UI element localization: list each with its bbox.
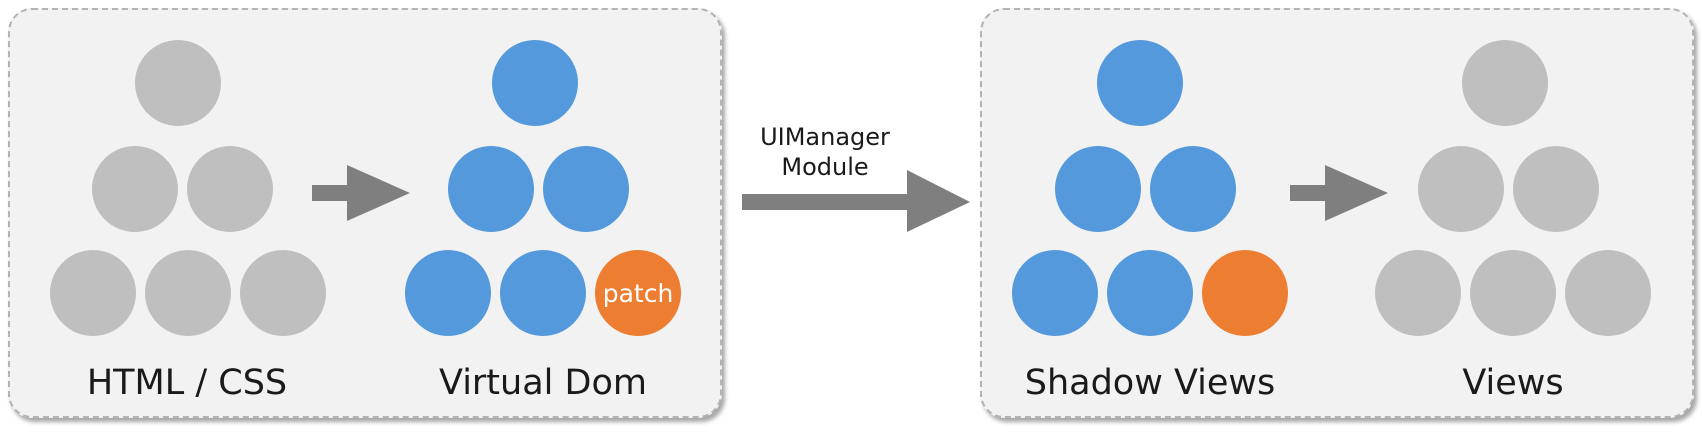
tree-node [1055,146,1141,232]
tree-node [1097,40,1183,126]
tree-node [1375,250,1461,336]
arrow-right-icon [1290,165,1388,221]
tree-node [145,250,231,336]
tree-node [448,146,534,232]
connector-label: UIManager Module [730,122,920,182]
tree-node [405,250,491,336]
virtual-dom-label: Virtual Dom [439,363,647,403]
html-css-label: HTML / CSS [86,363,288,403]
tree-node [500,250,586,336]
connector-label-line2: Module [781,153,869,181]
tree-node [1462,40,1548,126]
tree-node [1202,250,1288,336]
patch-node: patch [595,250,681,336]
tree-node [1150,146,1236,232]
views-label: Views [1462,363,1564,403]
arrow-right-icon [312,165,410,221]
tree-node [50,250,136,336]
tree-node [240,250,326,336]
tree-node [492,40,578,126]
tree-node [1107,250,1193,336]
tree-node [1565,250,1651,336]
arrow-right-icon [742,170,970,232]
tree-node [187,146,273,232]
tree-node [543,146,629,232]
shadow-views-label: Shadow Views [1024,363,1276,403]
patch-node-label: patch [602,278,674,308]
tree-node [1513,146,1599,232]
tree-node [1418,146,1504,232]
tree-node [1012,250,1098,336]
tree-node [1470,250,1556,336]
tree-node [92,146,178,232]
connector-label-line1: UIManager [760,123,890,151]
tree-node [135,40,221,126]
